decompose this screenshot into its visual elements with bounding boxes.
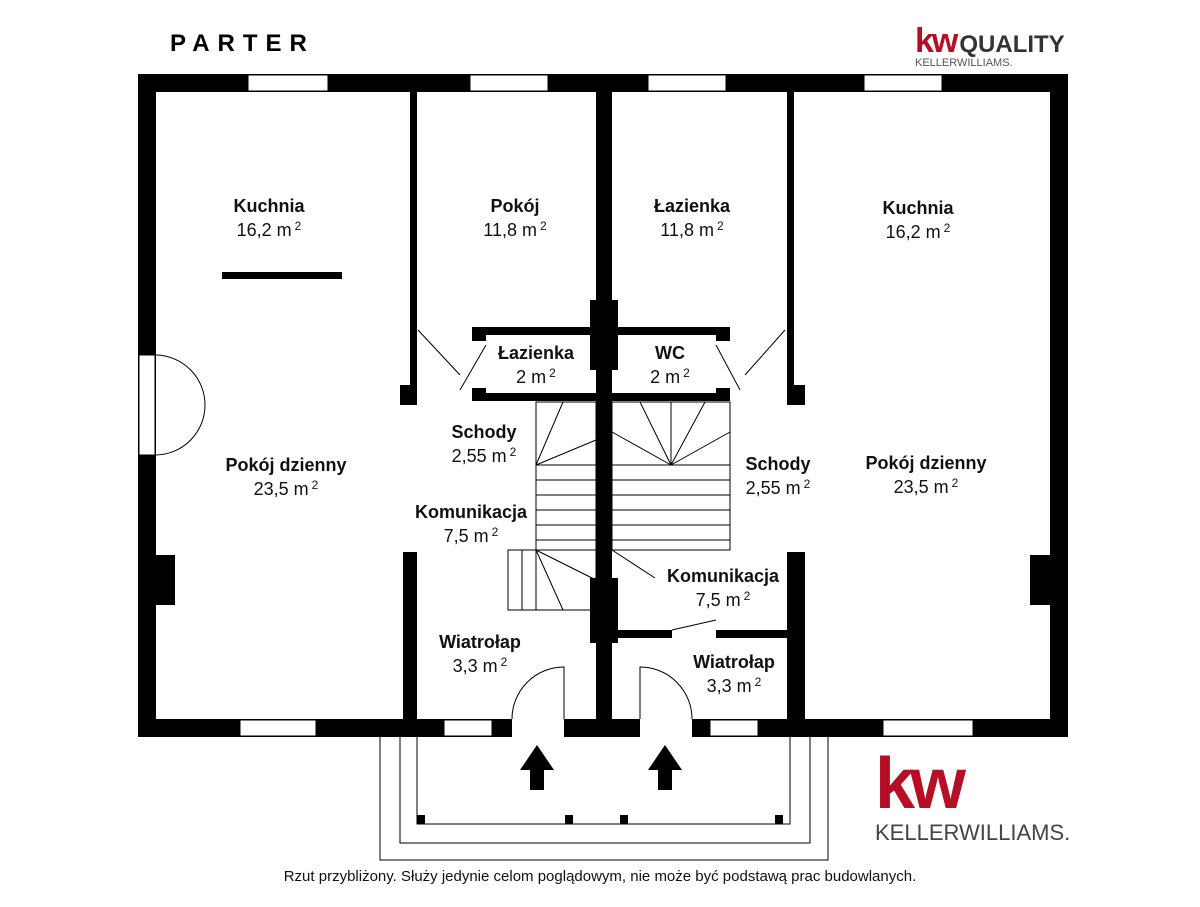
disclaimer: Rzut przybliżony. Służy jedynie celom po… [283,868,917,885]
kw-mark: kw [875,744,966,824]
kw-mark: kw [915,22,958,60]
walls [138,74,1068,737]
entrance-arrows [417,745,783,824]
keller-text: KELLERWILLIAMS. [875,820,1071,845]
page-title: PARTER [170,30,315,57]
windows [138,74,974,737]
keller-text: KELLERWILLIAMS. [915,57,1013,69]
doors-and-stairs [155,329,829,861]
quality-text: QUALITY [959,31,1065,58]
